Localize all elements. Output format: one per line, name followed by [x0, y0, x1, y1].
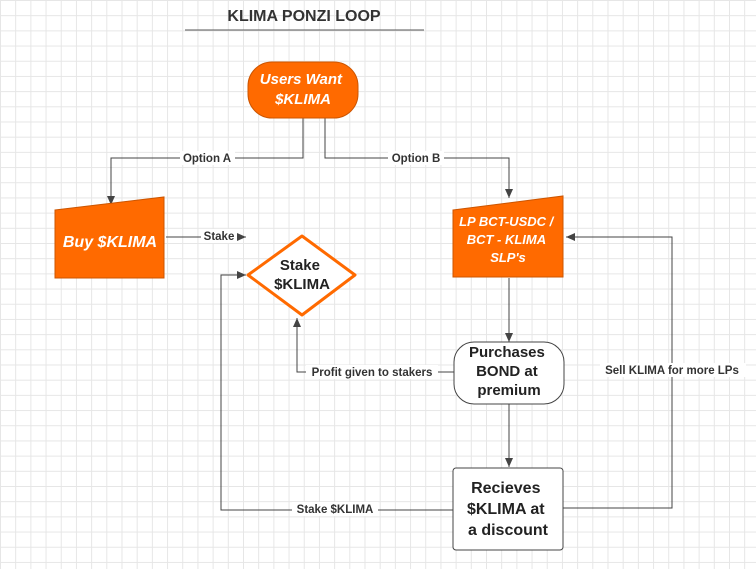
node-lp-slp-label: LP BCT-USDC / BCT - KLIMA SLP's	[459, 214, 557, 265]
node-lp-slp	[452, 195, 564, 278]
option-b-label: Option B	[392, 153, 441, 165]
node-stake-klima-label: Stake $KLIMA	[274, 257, 330, 293]
node-receive-klima-label: Recieves $KLIMA at a discount	[467, 480, 549, 539]
node-purchase-bond-label: Purchases BOND at premium	[469, 344, 549, 399]
node-users-want-label: Users Want $KLIMA	[260, 71, 346, 108]
edge-profit	[293, 318, 454, 373]
diagram-title: KLIMA PONZI LOOP	[227, 8, 381, 25]
option-a-label: Option A	[183, 153, 231, 165]
sell-klima-label: Sell KLIMA for more LPs	[605, 365, 739, 377]
option-b-label-bg	[388, 151, 444, 165]
node-receive-klima	[452, 467, 564, 551]
node-buy-klima	[54, 196, 165, 279]
edge-stake-klima	[220, 271, 453, 511]
node-buy-klima-label: Buy $KLIMA	[63, 234, 157, 251]
stake-klima-label: Stake $KLIMA	[297, 504, 374, 516]
option-a-label-bg	[180, 151, 235, 165]
stake-klima-label-bg	[292, 502, 378, 516]
profit-label: Profit given to stakers	[312, 367, 433, 379]
profit-label-bg	[306, 365, 438, 379]
stake-label-bg	[201, 229, 237, 243]
sell-klima-label-bg	[600, 363, 746, 377]
node-stake-klima	[246, 234, 357, 317]
node-purchase-bond	[453, 341, 565, 405]
stake-label: Stake	[204, 231, 235, 243]
node-users-want	[247, 61, 359, 119]
